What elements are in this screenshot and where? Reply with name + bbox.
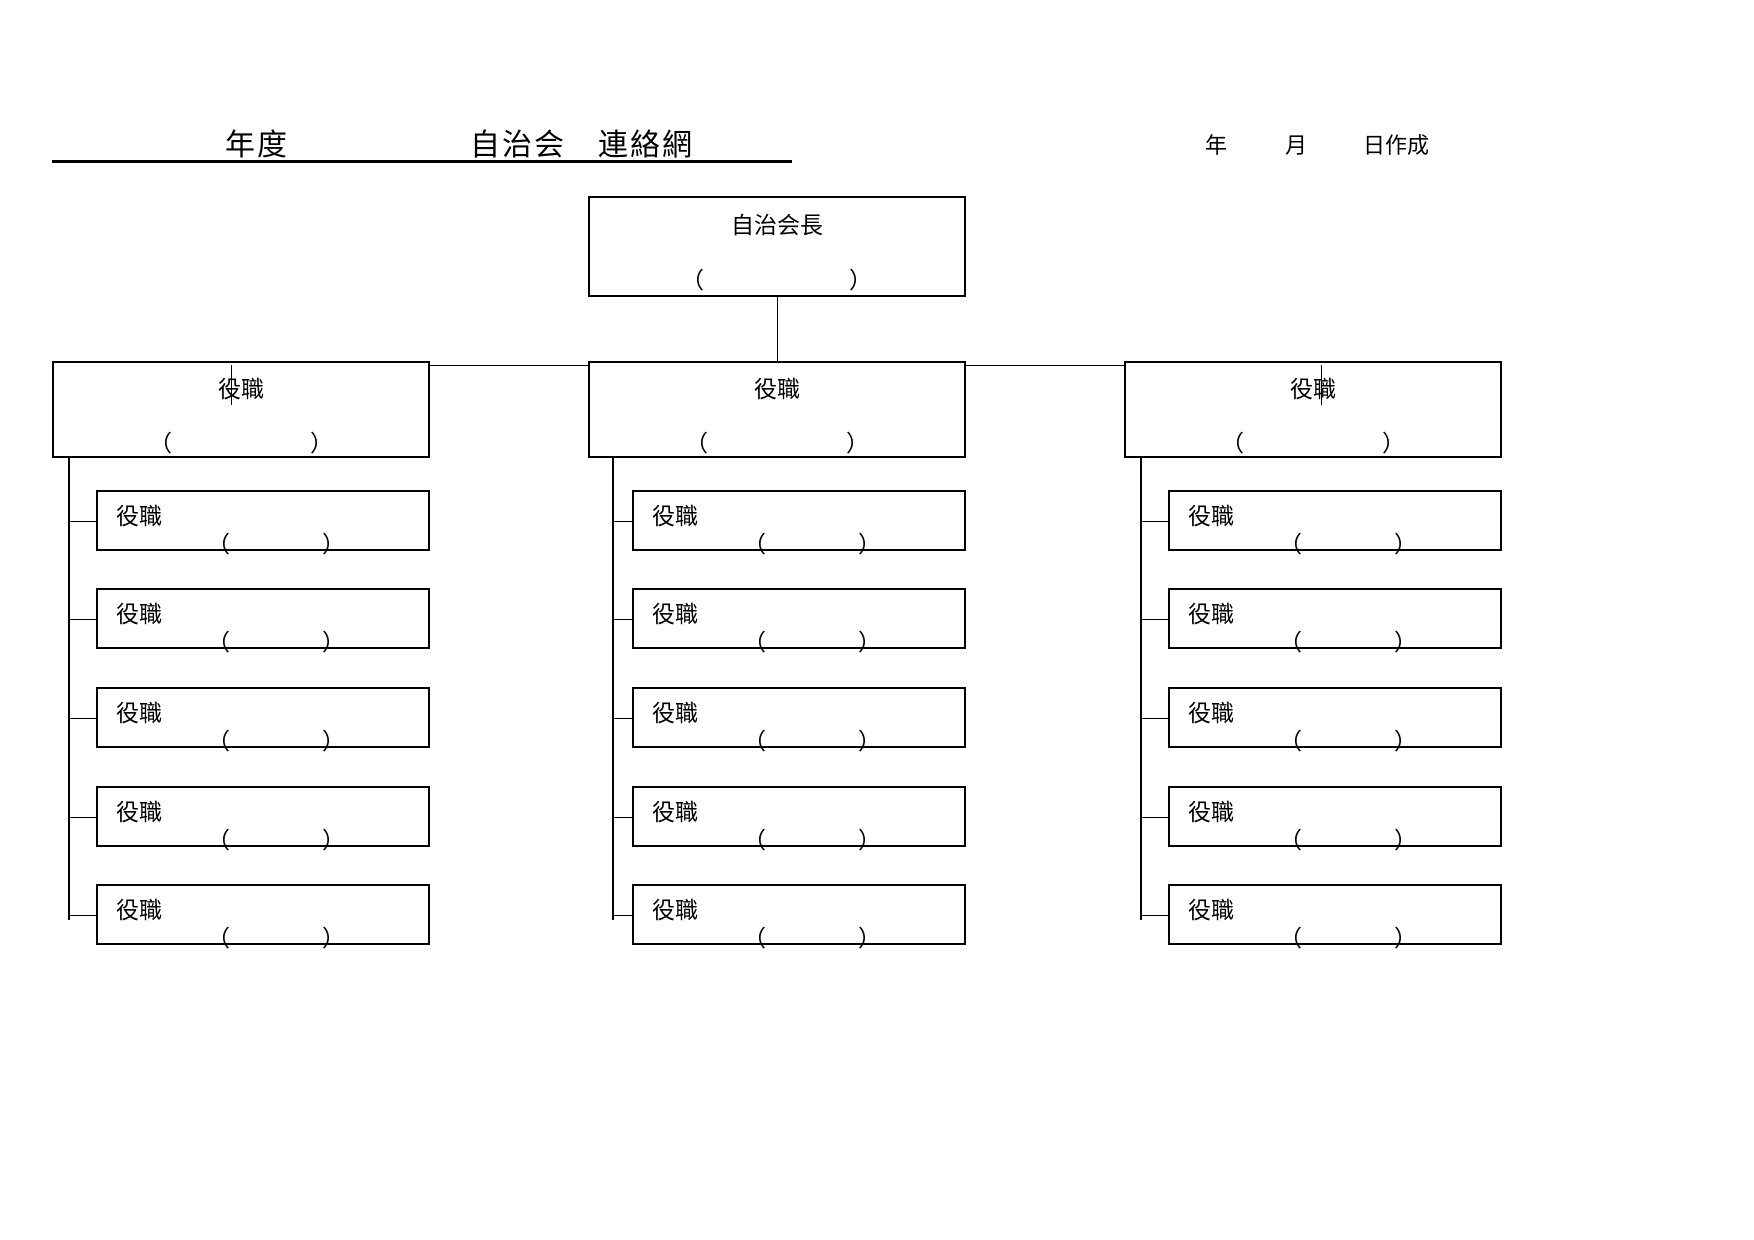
org-box-member-center-1[interactable]: 役職 （ ）: [632, 490, 966, 557]
org-box-role-label: 役職: [754, 376, 800, 402]
org-box-name-field[interactable]: （ ）: [743, 827, 881, 853]
connector-branch-left-5: [68, 915, 96, 916]
org-box-member-left-3[interactable]: 役職 （ ）: [96, 687, 430, 754]
org-box-member-right-2[interactable]: 役職 （ ）: [1168, 588, 1502, 655]
connector-branch-left-2: [68, 619, 96, 620]
org-box-member-left-1[interactable]: 役職 （ ）: [96, 490, 430, 557]
org-box-head-right[interactable]: 役職 （ ）: [1124, 361, 1502, 458]
org-box-name-field[interactable]: （ ）: [1279, 925, 1417, 951]
connector-branch-right-5: [1140, 915, 1168, 916]
org-box-role-label: 役職: [116, 897, 162, 923]
org-box-member-center-2[interactable]: 役職 （ ）: [632, 588, 966, 655]
org-box-role-label: 役職: [116, 700, 162, 726]
connector-branch-right-4: [1140, 817, 1168, 818]
creation-date-line: 年 月 日作成: [1205, 128, 1429, 160]
connector-trunk-right: [1140, 458, 1142, 920]
org-box-name-field[interactable]: （ ）: [1221, 430, 1405, 456]
connector-branch-center-2: [612, 619, 632, 620]
org-box-role-label: 役職: [652, 503, 698, 529]
org-box-role-label: 役職: [652, 700, 698, 726]
org-box-role-label: 役職: [116, 503, 162, 529]
org-box-name-field[interactable]: （ ）: [685, 430, 869, 456]
connector-branch-center-1: [612, 521, 632, 522]
org-box-head-left[interactable]: 役職 （ ）: [52, 361, 430, 458]
org-box-name-field[interactable]: （ ）: [207, 728, 345, 754]
connector-drop-left: [231, 365, 232, 405]
org-box-role-label: 役職: [1188, 897, 1234, 923]
connector-branch-left-3: [68, 718, 96, 719]
connector-branch-center-5: [612, 915, 632, 916]
org-box-name-field[interactable]: （ ）: [207, 531, 345, 557]
org-box-member-left-5[interactable]: 役職 （ ）: [96, 884, 430, 951]
org-box-role-label: 役職: [1188, 700, 1234, 726]
org-box-name-field[interactable]: （ ）: [681, 267, 873, 293]
org-box-role-label: 役職: [652, 897, 698, 923]
org-box-role-label: 役職: [218, 376, 264, 402]
date-month-label: 月: [1285, 133, 1308, 158]
org-box-name-field[interactable]: （ ）: [207, 827, 345, 853]
org-box-name-field[interactable]: （ ）: [743, 925, 881, 951]
org-box-name-field[interactable]: （ ）: [1279, 629, 1417, 655]
org-box-member-right-4[interactable]: 役職 （ ）: [1168, 786, 1502, 853]
org-box-member-left-4[interactable]: 役職 （ ）: [96, 786, 430, 853]
org-box-member-center-3[interactable]: 役職 （ ）: [632, 687, 966, 754]
connector-trunk-left: [68, 458, 70, 920]
connector-branch-right-2: [1140, 619, 1168, 620]
org-box-member-right-5[interactable]: 役職 （ ）: [1168, 884, 1502, 951]
org-box-role-label: 役職: [1290, 376, 1336, 402]
connector-branch-right-1: [1140, 521, 1168, 522]
org-box-member-center-5[interactable]: 役職 （ ）: [632, 884, 966, 951]
org-box-member-center-4[interactable]: 役職 （ ）: [632, 786, 966, 853]
org-box-role-label: 役職: [116, 799, 162, 825]
org-box-name-field[interactable]: （ ）: [743, 629, 881, 655]
org-box-member-right-3[interactable]: 役職 （ ）: [1168, 687, 1502, 754]
org-box-name-field[interactable]: （ ）: [1279, 827, 1417, 853]
org-box-role-label: 役職: [1188, 503, 1234, 529]
org-box-head-center[interactable]: 役職 （ ）: [588, 361, 966, 458]
connector-branch-left-1: [68, 521, 96, 522]
org-box-name-field[interactable]: （ ）: [743, 531, 881, 557]
org-box-name-field[interactable]: （ ）: [1279, 728, 1417, 754]
org-box-role-label: 役職: [652, 799, 698, 825]
org-box-role-label: 役職: [1188, 601, 1234, 627]
org-box-member-right-1[interactable]: 役職 （ ）: [1168, 490, 1502, 557]
connector-root-stem: [777, 297, 778, 365]
connector-trunk-center: [612, 458, 614, 920]
org-box-role-label: 役職: [1188, 799, 1234, 825]
title-underline: [52, 160, 792, 163]
date-day-label: 日作成: [1363, 133, 1430, 158]
org-box-role-label: 役職: [652, 601, 698, 627]
org-box-member-left-2[interactable]: 役職 （ ）: [96, 588, 430, 655]
connector-drop-right: [1321, 365, 1322, 405]
connector-branch-left-4: [68, 817, 96, 818]
org-box-name-field[interactable]: （ ）: [207, 925, 345, 951]
date-year-label: 年: [1205, 133, 1228, 158]
org-box-name-field[interactable]: （ ）: [207, 629, 345, 655]
org-box-name-field[interactable]: （ ）: [1279, 531, 1417, 557]
org-box-name-field[interactable]: （ ）: [743, 728, 881, 754]
connector-branch-right-3: [1140, 718, 1168, 719]
connector-branch-center-3: [612, 718, 632, 719]
org-box-role-label: 役職: [116, 601, 162, 627]
page-title-year: 年度: [225, 129, 289, 162]
org-box-name-field[interactable]: （ ）: [149, 430, 333, 456]
org-box-role-label: 自治会長: [731, 212, 823, 238]
org-box-chairman[interactable]: 自治会長 （ ）: [588, 196, 966, 297]
page-title: 自治会 連絡網: [470, 129, 694, 162]
connector-branch-center-4: [612, 817, 632, 818]
